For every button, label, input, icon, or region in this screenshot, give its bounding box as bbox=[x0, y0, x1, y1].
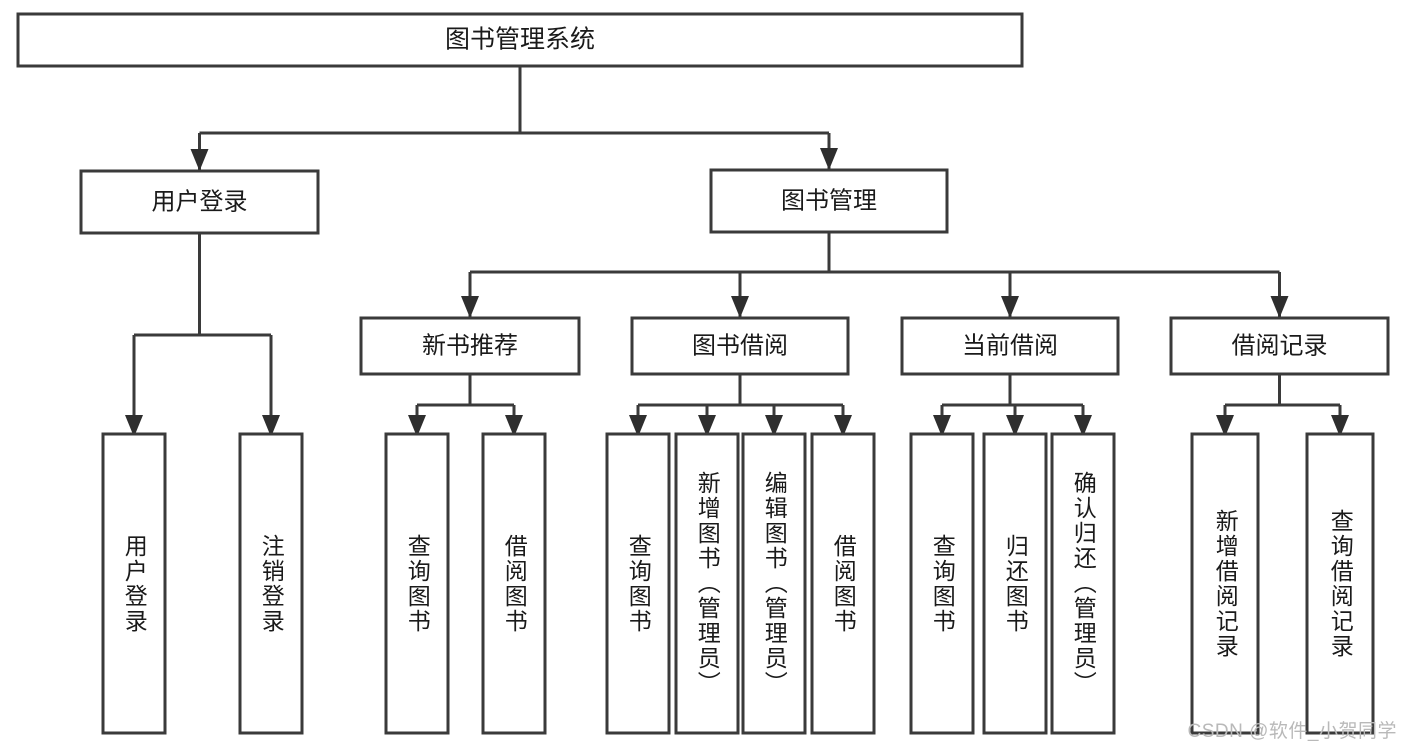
node-box-借阅记录 bbox=[1169, 316, 1390, 376]
csdn-watermark: CSDN @软件_小贺同学 bbox=[1187, 721, 1397, 742]
arrow-head-icon-leaf bbox=[125, 415, 143, 437]
arrow-head-icon-level3-新书推荐 bbox=[461, 296, 479, 318]
node-label-借阅记录: 借阅记录 bbox=[1232, 332, 1328, 359]
node-box-leaf-确认归还管理员 bbox=[1050, 432, 1116, 735]
node-label-图书管理: 图书管理 bbox=[781, 187, 877, 214]
arrow-head-icon-leaf bbox=[698, 415, 716, 437]
node-box-图书借阅 bbox=[630, 316, 850, 376]
node-label-新书推荐: 新书推荐 bbox=[422, 332, 518, 359]
node-label-当前借阅: 当前借阅 bbox=[962, 332, 1058, 359]
node-box-leaf-编辑图书管理员 bbox=[741, 432, 807, 735]
node-label-图书借阅: 图书借阅 bbox=[692, 332, 788, 359]
arrow-head-icon-level2-图书管理 bbox=[820, 148, 838, 170]
node-box-当前借阅 bbox=[900, 316, 1120, 376]
arrow-head-icon-leaf bbox=[933, 415, 951, 437]
node-box-leaf-查询借阅记录 bbox=[1305, 432, 1375, 735]
arrow-head-icon-level2-用户登录 bbox=[190, 149, 209, 171]
arrow-head-icon-leaf bbox=[629, 415, 647, 437]
node-box-leaf-借阅图书 bbox=[810, 432, 876, 735]
node-label-用户登录: 用户登录 bbox=[152, 188, 248, 215]
node-box-leaf-借阅图书 bbox=[481, 432, 547, 735]
arrow-head-icon-leaf bbox=[1216, 415, 1234, 437]
node-box-leaf-用户登录 bbox=[101, 432, 167, 735]
arrow-head-icon-leaf bbox=[505, 415, 523, 437]
arrow-head-icon-leaf bbox=[408, 415, 426, 437]
arrow-head-icon-leaf bbox=[1074, 415, 1092, 437]
node-box-leaf-归还图书 bbox=[982, 432, 1048, 735]
node-label-root: 图书管理系统 bbox=[445, 26, 595, 54]
node-box-root-图书管理系统 bbox=[16, 12, 1024, 68]
arrow-head-icon-leaf bbox=[1006, 415, 1024, 437]
arrow-head-icon-leaf bbox=[765, 415, 783, 437]
node-box-图书管理 bbox=[709, 168, 949, 234]
node-box-leaf-查询图书 bbox=[909, 432, 975, 735]
boxes-layer bbox=[16, 12, 1390, 735]
arrow-head-icon-level3-当前借阅 bbox=[1001, 296, 1019, 318]
node-box-leaf-新增图书管理员 bbox=[674, 432, 740, 735]
connectors-layer bbox=[125, 66, 1349, 437]
arrow-head-icon-level3-借阅记录 bbox=[1270, 296, 1289, 318]
node-box-leaf-查询图书 bbox=[384, 432, 450, 735]
node-box-leaf-注销登录 bbox=[238, 432, 304, 735]
node-box-leaf-查询图书 bbox=[605, 432, 671, 735]
arrow-head-icon-level3-图书借阅 bbox=[731, 296, 749, 318]
node-box-leaf-新增借阅记录 bbox=[1190, 432, 1260, 735]
arrow-head-icon-leaf bbox=[262, 415, 280, 437]
arrow-head-icon-leaf bbox=[1331, 415, 1349, 437]
node-box-用户登录 bbox=[79, 169, 320, 235]
node-box-新书推荐 bbox=[359, 316, 581, 376]
arrow-head-icon-leaf bbox=[834, 415, 852, 437]
